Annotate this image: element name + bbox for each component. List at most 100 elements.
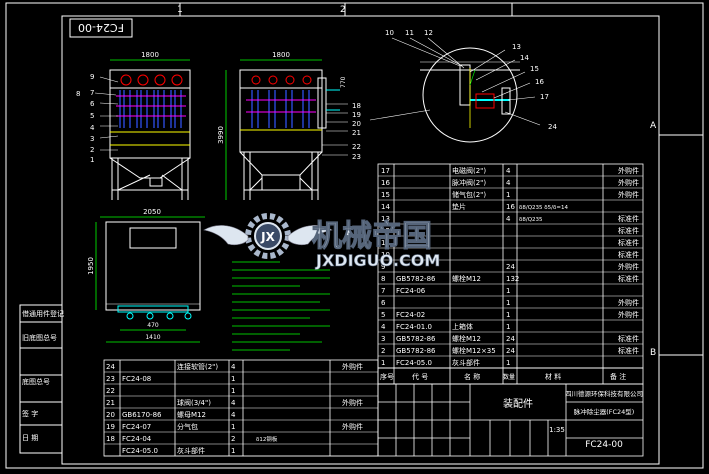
sign-label-2: 底图总号 [22,377,50,386]
bom-left-cell-qty: 4 [231,411,236,419]
bom-right-cell-name: 螺栓M12 [452,334,481,343]
detail-callout-10: 10 [385,29,394,37]
bom-right-cell-mat: δ8/Q235 δ5/δ=14 [519,205,568,211]
technical-notes [232,261,330,351]
bom-left-cell-note: 外购件 [342,398,363,407]
bom-left-cell-no: 22 [106,387,115,395]
bom-right-cell-no: 17 [381,167,390,175]
bom-header: 序号 代 号 名 称 数量 材 料 备 注 [377,367,644,385]
bom-right-cell-qty: 4 [506,179,511,187]
bom-right-cell-qty: 1 [506,311,510,319]
wing-right-icon [287,225,333,246]
bom-left-cell-name: 螺母M12 [177,410,206,419]
bom-left-cell-note: 外购件 [342,422,363,431]
detail-callout-17: 17 [540,93,549,101]
front-callout-4: 4 [90,124,95,132]
front-width-dim: 1800 [141,51,159,59]
border-number-1: 1 [177,5,183,15]
bom-right-cell-name: 垫片 [452,202,466,211]
bom-left-cell-qty: 4 [231,399,236,407]
bom-left-cell-code: FC24-04 [122,435,152,443]
hdr-note: 备 注 [610,372,626,381]
detail-callout-14: 14 [520,54,529,62]
bom-right-cell-no: 2 [381,347,385,355]
side-callout-22: 22 [352,143,361,151]
bom-right-cell-no: 16 [381,179,390,187]
bom-right-cell-name: 螺栓M12×35 [452,346,496,355]
bom-right-cell-name: 上箱体 [452,322,473,331]
bom-left-cell-no: 23 [106,375,115,383]
detail-view: 10 11 12 13 14 15 16 17 24 [369,29,557,143]
front-callout-9: 9 [90,73,94,81]
front-view: 1800 [76,51,191,200]
bom-right-cell-no: 1 [381,359,385,367]
bom-right-cell-note: 外购件 [618,310,639,319]
side-view: 1800 3990 770 [217,51,361,200]
bom-right-cell-code: FC24-01.0 [396,323,432,331]
bom-left-cell-name: 球阀(3/4") [177,398,211,407]
bom-right-cell-note: 外购件 [618,166,639,175]
detail-callout-13: 13 [512,43,521,51]
bom-right-cell-qty: 24 [506,335,515,343]
bom-right-cell-name: 储气包(2") [452,190,486,199]
front-callout-5: 5 [90,112,94,120]
bom-right-cell-code: FC24-05.0 [396,359,432,367]
hdr-code: 代 号 [412,372,428,381]
bom-right-cell-note: 标准件 [618,250,639,259]
watermark-en: JXDIGUO.COM [315,251,440,270]
bom-right-cell-qty: 24 [506,263,515,271]
sign-label-1: 旧底图总号 [22,333,57,342]
bom-right-cell-mat: δ8/Q235 [519,217,543,223]
bom-right-cell-no: 6 [381,299,386,307]
front-callout-2: 2 [90,146,94,154]
bom-left-cell-no: 19 [106,423,115,431]
bom-right-cell-code: FC24-06 [396,287,426,295]
side-callout-23: 23 [352,153,361,161]
bom-right-cell-note: 标准件 [618,334,639,343]
svg-text:JX: JX [260,230,275,244]
bom-left-cell-code: FC24-05.0 [122,447,158,455]
title-scale: 1:35 [549,426,565,434]
side-callout-19: 19 [352,111,361,119]
bom-right-cell-qty: 4 [506,167,511,175]
bom-right-cell-qty: 1 [506,191,510,199]
bom-right-cell-name: 螺栓M12 [452,274,481,283]
bom-right-cell-code: GB5782-86 [396,347,436,355]
detail-callout-12: 12 [424,29,433,37]
front-callout-3: 3 [90,135,94,143]
bom-right-cell-note: 外购件 [618,262,639,271]
bom-right-cell-no: 4 [381,323,386,331]
bom-right-cell-note: 标准件 [618,226,639,235]
side-width-dim: 1800 [272,51,290,59]
bom-right-cell-qty: 1 [506,359,510,367]
bom-left-cell-no: 20 [106,411,115,419]
bom-right-cell-code: GB5782-86 [396,275,436,283]
bom-right-cell-no: 12 [381,227,390,235]
bom-right-cell-no: 11 [381,239,390,247]
plan-inner-dim: 1410 [145,334,160,341]
bom-left-cell-mat: δ12钢板 [256,435,278,443]
bom-left-cell-no: 24 [106,363,115,371]
hdr-mat: 材 料 [545,372,561,381]
bom-right-cell-no: 15 [381,191,390,199]
bom-right-cell-no: 10 [381,251,390,259]
bom-right-cell-note: 标准件 [618,346,639,355]
bom-left-cell-qty: 4 [231,363,236,371]
bom-right-cell-no: 3 [381,335,385,343]
sign-label-3: 签 字 [22,409,38,418]
hdr-name: 名 称 [464,372,480,381]
bom-right-cell-qty: 4 [506,215,511,223]
bom-right-cell-note: 外购件 [618,190,639,199]
bom-right-cell-no: 7 [381,287,385,295]
bom-right-cell-name: 脉冲阀(2") [452,178,486,187]
side-callout-20: 20 [352,120,361,128]
detail-callout-11: 11 [405,29,414,37]
drawing-frame [5,2,704,469]
title-company: 四川德源环保科技有限公司 [565,389,643,398]
title-drawing-no: FC24-00 [585,440,623,450]
bom-left-cell-name: 灰斗部件 [177,446,205,455]
bom-right-cell-qty: 132 [506,275,519,283]
